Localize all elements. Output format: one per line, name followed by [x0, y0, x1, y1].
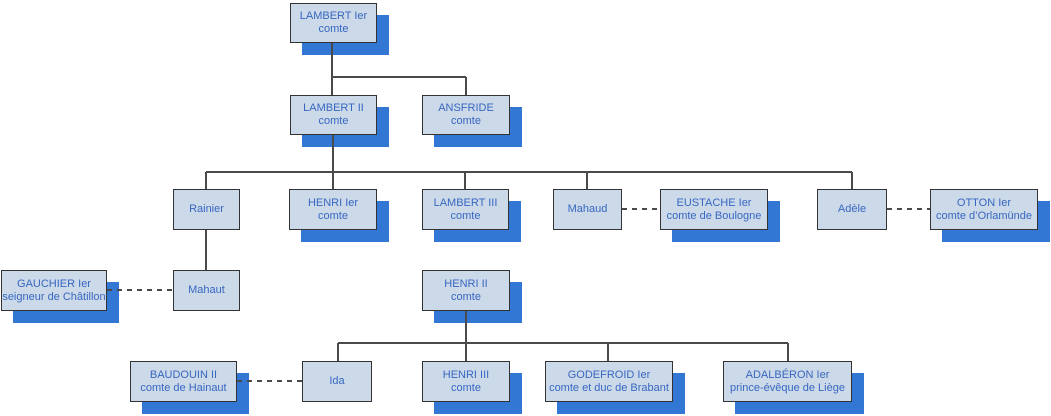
node-name: LAMBERT Ier [299, 10, 368, 22]
connector-line [206, 171, 852, 173]
connector-line [851, 172, 853, 189]
connector-line [332, 76, 466, 78]
node-title: comte de Boulogne [666, 209, 762, 222]
node-title: comte [318, 209, 348, 222]
connector-line [607, 343, 609, 361]
connector-line [205, 230, 207, 270]
node-name: Mahaud [567, 203, 608, 215]
tree-node-adele[interactable]: Adèle [817, 189, 887, 230]
connector-line [787, 343, 789, 361]
node-name: Rainier [189, 203, 224, 215]
node-title: comte [451, 381, 481, 394]
node-name: LAMBERT II [303, 102, 364, 114]
node-name: OTTON Ier [956, 196, 1012, 209]
node-name: BAUDOUIN II [149, 368, 218, 381]
tree-node-mahaut[interactable]: Mahaut [173, 270, 240, 311]
marriage-dashed-line [622, 208, 660, 210]
node-title: comte et duc de Brabant [549, 381, 669, 394]
tree-node-mahaud[interactable]: Mahaud [553, 189, 622, 230]
node-name: EUSTACHE Ier [676, 196, 752, 209]
node-name: LAMBERT III [433, 196, 498, 209]
marriage-dashed-line [237, 380, 302, 382]
node-title: comte [318, 115, 349, 127]
node-name: Mahaut [188, 284, 225, 296]
node-title: comte [451, 115, 481, 127]
marriage-dashed-line [107, 289, 173, 291]
node-title: seigneur de Châtillon [2, 290, 106, 303]
node-title: comte [318, 23, 349, 35]
node-name: Adèle [837, 203, 867, 215]
connector-line [465, 77, 467, 95]
tree-node-ida[interactable]: Ida [302, 361, 372, 402]
connector-line [332, 135, 334, 189]
node-title: comte [451, 290, 481, 303]
node-name: HENRI II [444, 277, 488, 290]
node-name: ANSFRIDE [438, 102, 494, 114]
connector-line [205, 172, 207, 189]
connector-line [337, 343, 339, 361]
node-name: ADALBÉRON Ier [745, 368, 830, 381]
node-name: Ida [329, 375, 345, 387]
node-title: prince-évêque de Liège [730, 381, 845, 394]
node-name: GODEFROID Ier [567, 368, 651, 381]
connector-line [331, 43, 333, 95]
marriage-dashed-line [887, 208, 930, 210]
node-name: GAUCHIER Ier [17, 277, 91, 290]
node-name: HENRI III [442, 368, 490, 381]
node-title: comte d’Orlamünde [936, 209, 1032, 222]
node-title: comte de Hainaut [140, 381, 227, 394]
node-name: HENRI Ier [307, 196, 359, 209]
connector-line [465, 343, 467, 361]
node-title: comte [450, 209, 481, 222]
connector-line [586, 172, 588, 189]
connector-line [338, 342, 788, 344]
tree-node-rainier[interactable]: Rainier [173, 189, 240, 230]
connector-line [465, 311, 467, 343]
connector-line [464, 172, 466, 189]
